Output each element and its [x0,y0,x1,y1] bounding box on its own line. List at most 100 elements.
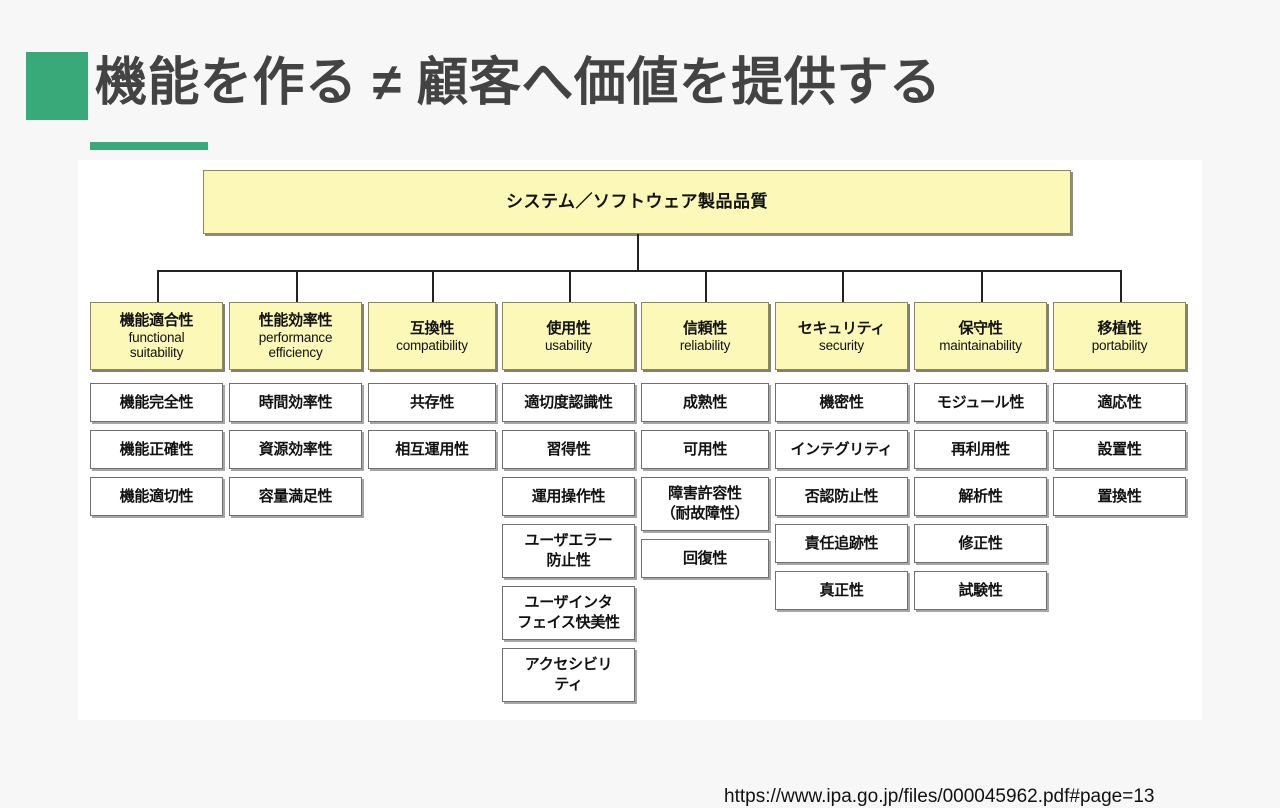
category-label-en-line1: usability [545,337,592,353]
category-label-jp: 互換性 [409,319,455,337]
sub-characteristic-node[interactable]: 相互運用性 [368,430,496,469]
sub-characteristic-node[interactable]: 否認防止性 [775,477,908,516]
sub-characteristic-label-line1: 習得性 [546,440,591,458]
sub-characteristic-label-line1: 機密性 [819,393,864,411]
diagram-root-node: システム／ソフトウェア製品品質 [203,170,1071,234]
sub-characteristic-label-line2: （耐故障性） [660,505,750,522]
sub-characteristic-label-line1: 試験性 [958,581,1003,599]
category-label-en-line1: reliability [679,337,731,353]
sub-characteristic-label-line1: 回復性 [682,549,728,567]
source-url-text: https://www.ipa.go.jp/files/000045962.pd… [724,786,1155,807]
sub-characteristic-node[interactable]: 適応性 [1053,383,1186,422]
category-label-jp: 性能効率性 [258,312,333,329]
page-title: 機能を作る ≠ 顧客へ価値を提供する [95,54,942,112]
sub-characteristic-label-line1: 容量満足性 [258,487,333,505]
sub-characteristic-label-line2: ティ [554,676,583,693]
sub-characteristic-label-line1: アクセシビリ [524,656,613,673]
sub-characteristic-label-line1: 真正性 [819,581,864,599]
sub-characteristic-node[interactable]: 真正性 [775,571,908,610]
sub-characteristic-label-line2: フェイス快美性 [517,614,620,631]
sub-characteristic-node[interactable]: 運用操作性 [502,477,635,516]
connector-category-drop [980,270,983,302]
sub-characteristic-label-line1: 適切度認識性 [524,393,613,411]
sub-characteristic-label-line1: ユーザエラー [524,532,613,549]
sub-characteristic-label-line1: 機能正確性 [119,440,194,458]
connector-category-drop [705,270,707,302]
category-label-en-line1: portability [1091,337,1148,353]
sub-characteristic-node[interactable]: 適切度認識性 [502,383,635,422]
sub-characteristic-label-line1: 機能適切性 [119,487,194,505]
sub-characteristic-node[interactable]: 責任追跡性 [775,524,908,563]
sub-characteristic-node[interactable]: 機密性 [775,383,908,422]
sub-characteristic-node[interactable]: アクセシビリティ [502,648,635,702]
sub-characteristic-node[interactable]: 成熟性 [641,383,769,422]
sub-characteristic-node[interactable]: 資源効率性 [229,430,362,469]
sub-characteristic-label-line1: 置換性 [1097,487,1142,505]
sub-characteristic-node[interactable]: モジュール性 [914,383,1047,422]
connector-category-drop [841,270,844,302]
title-underline-bar [90,142,208,150]
sub-characteristic-node[interactable]: 機能適切性 [90,477,223,516]
sub-characteristic-label-line1: 解析性 [958,487,1003,505]
category-label-en-line1: functional [128,330,185,345]
sub-characteristic-node[interactable]: 障害許容性（耐故障性） [641,477,769,531]
connector-category-drop [1119,270,1122,302]
category-label-en-line2: suitability [129,345,184,360]
category-label-jp: 機能適合性 [119,312,194,329]
sub-characteristic-node[interactable]: 機能正確性 [90,430,223,469]
sub-characteristic-node[interactable]: 修正性 [914,524,1047,563]
sub-characteristic-label-line1: 資源効率性 [258,440,333,458]
sub-characteristic-label-line1: 時間効率性 [258,393,333,411]
root-node-label: システム／ソフトウェア製品品質 [506,192,768,211]
connector-root-stem [637,234,639,270]
sub-characteristic-label-line1: 成熟性 [682,393,728,411]
connector-category-drop [295,270,298,302]
sub-characteristic-node[interactable]: 容量満足性 [229,477,362,516]
sub-characteristic-label-line1: インテグリティ [790,440,893,458]
category-label-en-line1: security [819,337,864,353]
sub-characteristic-label-line1: 共存性 [409,393,455,411]
category-label-en-line2: efficiency [268,345,323,360]
category-label-jp: セキュリティ [797,319,886,337]
sub-characteristic-node[interactable]: 習得性 [502,430,635,469]
sub-characteristic-node[interactable]: 共存性 [368,383,496,422]
category-label-jp: 使用性 [546,319,591,337]
category-label-jp: 移植性 [1097,319,1142,337]
sub-characteristic-node[interactable]: ユーザエラー防止性 [502,524,635,578]
sub-characteristic-node[interactable]: 時間効率性 [229,383,362,422]
sub-characteristic-label-line1: 相互運用性 [395,440,469,458]
sub-characteristic-node[interactable]: 試験性 [914,571,1047,610]
sub-characteristic-label-line1: 適応性 [1097,393,1142,411]
title-accent-square [26,52,88,120]
slide-header: 機能を作る ≠ 顧客へ価値を提供する [0,0,1280,160]
sub-characteristic-node[interactable]: 置換性 [1053,477,1186,516]
sub-characteristic-label-line2: 防止性 [546,552,591,569]
category-label-en-line1: compatibility [396,337,468,353]
sub-characteristic-node[interactable]: 解析性 [914,477,1047,516]
sub-characteristic-label-line1: 機能完全性 [119,393,194,411]
sub-characteristic-label-line1: モジュール性 [936,393,1025,411]
sub-characteristic-node[interactable]: インテグリティ [775,430,908,469]
sub-characteristic-node[interactable]: 回復性 [641,539,769,578]
category-label-en-line1: performance [258,330,333,345]
sub-characteristic-node[interactable]: ユーザインタフェイス快美性 [502,586,635,640]
sub-characteristic-node[interactable]: 可用性 [641,430,769,469]
sub-characteristic-node[interactable]: 設置性 [1053,430,1186,469]
category-label-jp: 信頼性 [682,319,728,337]
sub-characteristic-label-line1: 設置性 [1097,440,1142,458]
sub-characteristic-label-line1: 責任追跡性 [804,534,879,552]
sub-characteristic-node[interactable]: 機能完全性 [90,383,223,422]
sub-characteristic-label-line1: ユーザインタ [524,594,613,611]
sub-characteristic-node[interactable]: 再利用性 [914,430,1047,469]
connector-category-drop [156,270,159,302]
sub-characteristic-label-line1: 否認防止性 [804,487,879,505]
sub-characteristic-label-line1: 可用性 [682,440,728,458]
